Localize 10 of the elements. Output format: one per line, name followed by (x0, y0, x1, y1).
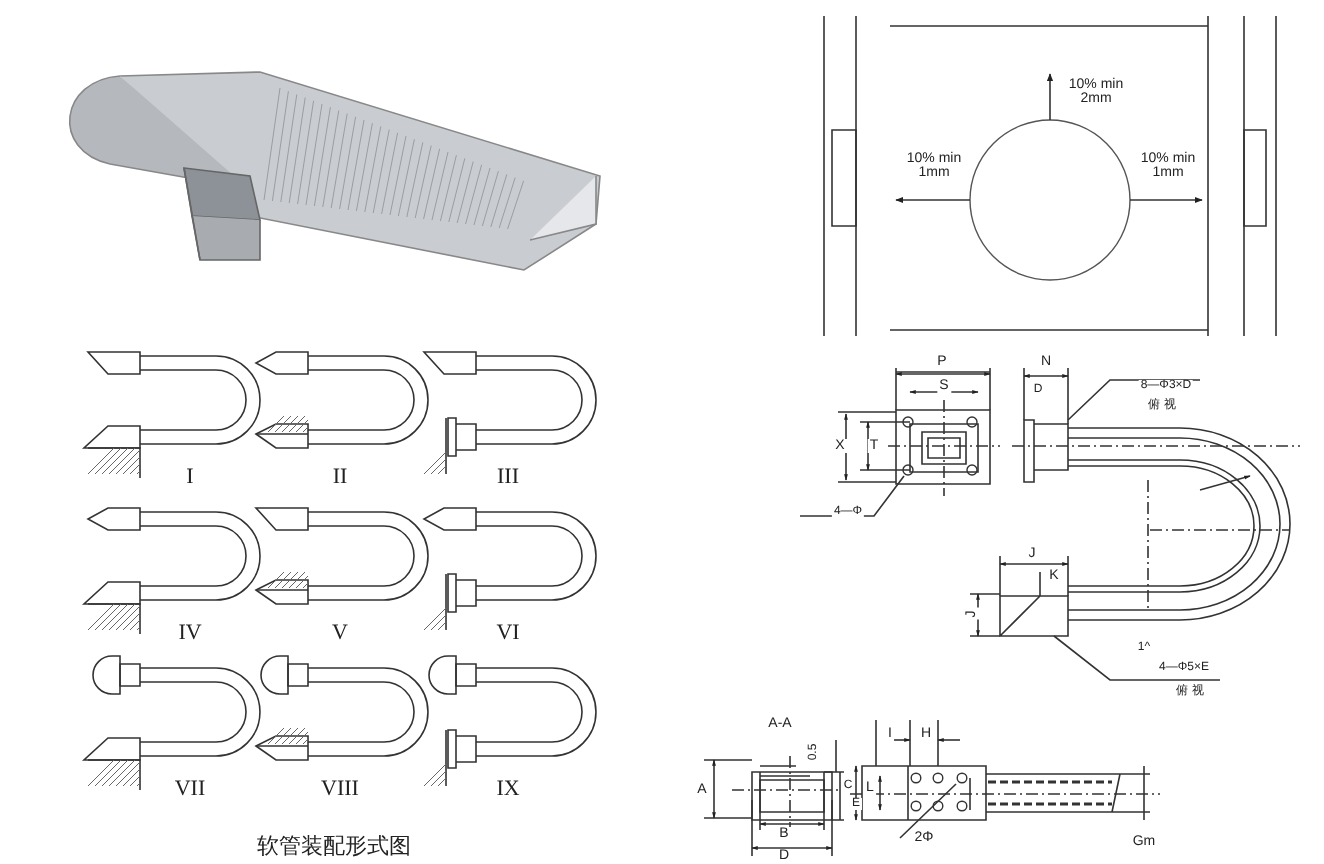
variant-numeral: V (332, 623, 348, 645)
variant-numeral: I (186, 467, 194, 489)
variant-numeral: VIII (321, 779, 359, 801)
variant-numeral: VII (174, 779, 206, 801)
variant-numeral: III (497, 467, 519, 489)
variant-numeral: IV (178, 623, 202, 645)
variant-numeral: II (332, 467, 348, 489)
variant-numeral: VI (496, 623, 520, 645)
variant-numeral: IX (496, 779, 520, 801)
caption: 软管装配形式图 (257, 837, 411, 859)
